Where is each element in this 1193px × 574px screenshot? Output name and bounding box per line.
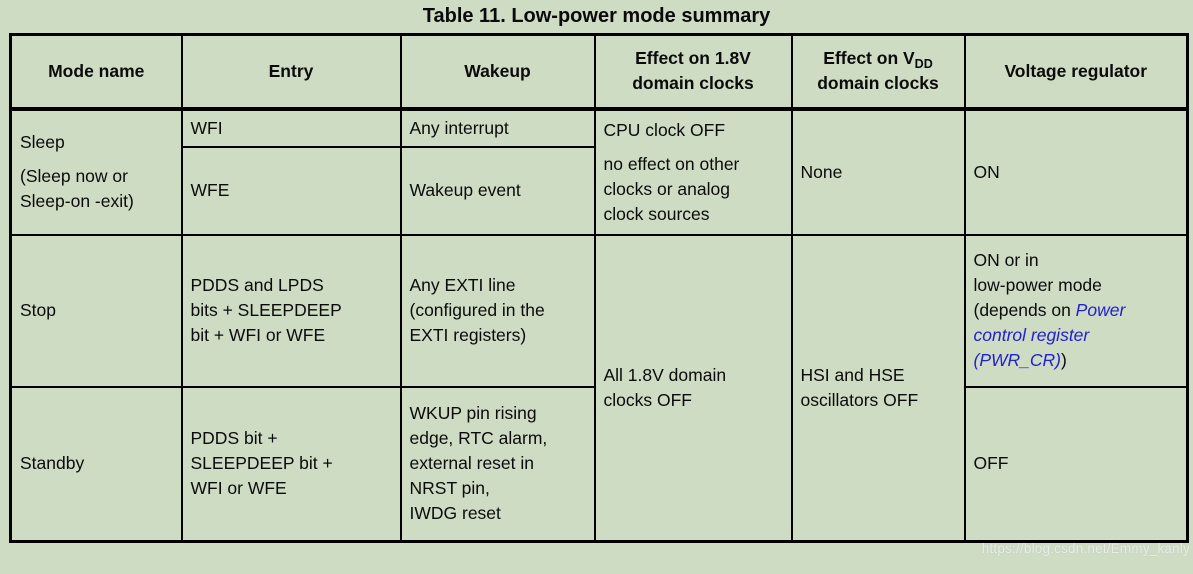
row-sleep-wfi: Sleep (Sleep now or Sleep-on -exit) WFI A… [9, 107, 1189, 236]
cell-sleep-effect-vdd: None [790, 107, 966, 236]
header-entry: Entry [180, 33, 402, 111]
row-standby: Standby PDDS bit + SLEEPDEEP bit + WFI o… [9, 385, 1189, 543]
cell-sleep-effect-18v: CPU clock OFF no effect on other clocks o… [593, 107, 793, 236]
cell-standby-entry: PDDS bit + SLEEPDEEP bit + WFI or WFE [180, 385, 402, 543]
header-effect-18v-domain-clocks: Effect on 1.8V domain clocks [593, 33, 793, 111]
cell-stop-standby-effect-18v: All 1.8V domain clocks OFF [593, 233, 793, 543]
sleep-effect-18v-line1: CPU clock OFF [603, 119, 726, 140]
pwr-cr-register-link[interactable]: Power control register (PWR_CR) [973, 300, 1126, 370]
header-voltage-regulator: Voltage regulator [963, 33, 1189, 111]
cell-stop-mode-name: Stop [9, 233, 183, 388]
stop-regulator-text-pre: ON or in low-power mode (depends on [973, 250, 1102, 320]
cell-standby-mode-name: Standby [9, 385, 183, 543]
cell-sleep-wakeup-wfi: Any interrupt [399, 107, 596, 148]
stop-regulator-text-post: ) [1061, 350, 1067, 370]
cell-sleep-mode-name: Sleep (Sleep now or Sleep-on -exit) [9, 107, 183, 236]
sleep-mode-line1: Sleep [20, 132, 65, 152]
cell-stop-standby-effect-vdd: HSI and HSE oscillators OFF [790, 233, 966, 543]
sleep-mode-line2: (Sleep now or Sleep-on -exit) [20, 166, 134, 211]
vdd-subscript: DD [914, 57, 933, 72]
header-wakeup: Wakeup [399, 33, 596, 111]
sleep-effect-18v-line2: no effect on other clocks or analog cloc… [603, 153, 740, 224]
cell-sleep-voltage-regulator: ON [963, 107, 1189, 236]
row-stop: Stop PDDS and LPDS bits + SLEEPDEEP bit … [9, 233, 1189, 543]
cell-standby-voltage-regulator: OFF [963, 385, 1189, 543]
cell-standby-wakeup: WKUP pin rising edge, RTC alarm, externa… [399, 385, 596, 543]
cell-sleep-entry-wfe: WFE [180, 145, 402, 236]
watermark: https://blog.csdn.net/Emmy_kanly [981, 541, 1190, 556]
table-title: Table 11. Low-power mode summary [422, 5, 771, 27]
cell-stop-wakeup: Any EXTI line (configured in the EXTI re… [399, 233, 596, 388]
header-effect-vdd-text: Effect on V [823, 48, 915, 69]
cell-stop-voltage-regulator: ON or in low-power mode (depends on Powe… [963, 233, 1189, 388]
header-row: Mode name Entry Wakeup Effect on 1.8V do… [9, 33, 1189, 111]
cell-stop-entry: PDDS and LPDS bits + SLEEPDEEP bit + WFI… [180, 233, 402, 388]
low-power-mode-summary-table: Mode name Entry Wakeup Effect on 1.8V do… [9, 33, 1189, 543]
cell-sleep-entry-wfi: WFI [180, 107, 402, 148]
header-effect-vdd-line2: domain clocks [817, 73, 939, 94]
header-mode-name: Mode name [9, 33, 183, 111]
row-sleep-wfe: WFE Wakeup event [11, 145, 1188, 236]
cell-sleep-wakeup-wfe: Wakeup event [399, 145, 596, 236]
header-effect-vdd-line1: Effect on VDD [797, 46, 960, 71]
